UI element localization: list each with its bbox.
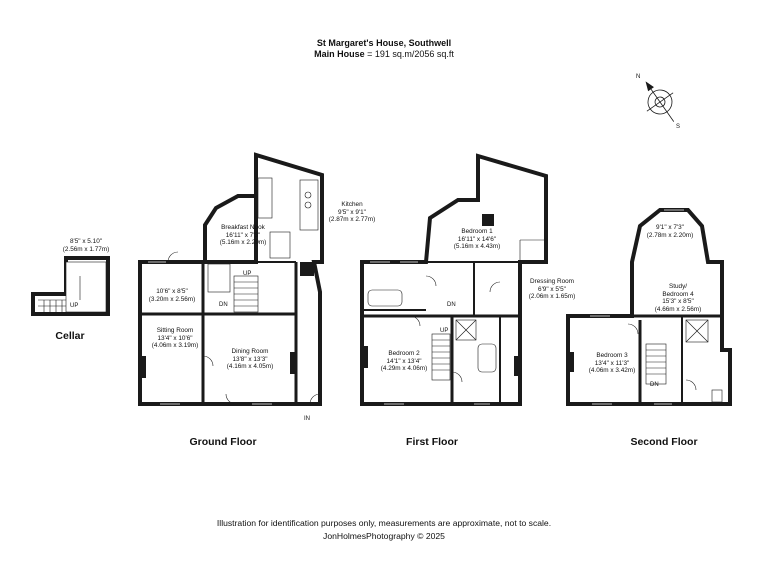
cellar-room-label: 8'5" x 5.10"(2.56m x 1.77m) — [62, 238, 110, 253]
compass-s-label: S — [676, 124, 681, 130]
area-summary: Main House = 191 sq.m/2056 sq.ft — [314, 49, 454, 59]
ground-hall-room-label: 10'6" x 8'5"(3.20m x 2.56m) — [148, 288, 196, 303]
compass-n-label: N — [636, 74, 641, 80]
ground-floor-plan — [138, 152, 324, 406]
ground-floor-label: Ground Floor — [189, 436, 257, 448]
cellar-up-label: UP — [70, 303, 79, 309]
first-floor-plan — [360, 153, 548, 406]
ground-dn-label: DN — [219, 302, 228, 308]
plan-title: St Margaret's House, Southwell — [316, 38, 452, 48]
second-floor-label: Second Floor — [630, 436, 698, 448]
second-bay-room-label: 9'1" x 7'3"(2.78m x 2.20m) — [646, 224, 694, 239]
entrance-label: IN — [304, 416, 310, 422]
credit-text: JonHolmesPhotography © 2025 — [323, 531, 445, 541]
first-dn-label: DN — [447, 302, 456, 308]
cellar-plan — [31, 256, 110, 316]
first-floor-label: First Floor — [406, 436, 458, 448]
first-up-label: UP — [440, 328, 449, 334]
cellar-floor-label: Cellar — [55, 330, 85, 342]
second-dn-label: DN — [650, 382, 659, 388]
second-floor-plan — [566, 208, 732, 406]
disclaimer-text: Illustration for identification purposes… — [216, 518, 552, 528]
compass-rose — [645, 81, 675, 122]
ground-up-label: UP — [243, 271, 252, 277]
